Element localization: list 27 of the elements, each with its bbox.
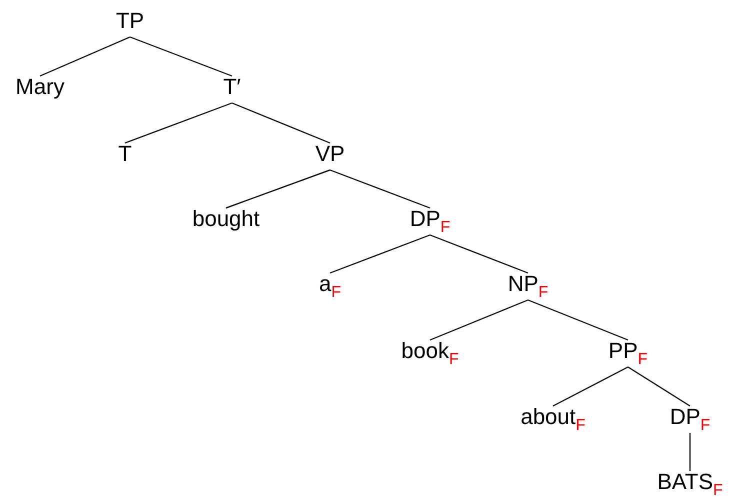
tree-label: DP$_{F}$ (410, 206, 450, 232)
tree-branch (430, 234, 528, 274)
tree-branch (124, 102, 232, 144)
tree-branch (130, 36, 232, 77)
tree-label: about$_{F}$ (520, 404, 586, 430)
tree-label: T (118, 141, 132, 167)
tree-branch (689, 433, 691, 471)
tree-branch (628, 366, 690, 406)
tree-label: NP$_{F}$ (508, 271, 548, 297)
tree-label: a$_{F}$ (318, 271, 342, 297)
tree-branch (232, 102, 330, 144)
tree-label: DP$_{F}$ (670, 404, 710, 430)
tree-branch (40, 36, 130, 77)
tree-label: BATS$_{F}$ (657, 469, 723, 495)
tree-branch (430, 299, 528, 341)
tree-branch (330, 234, 430, 274)
tree-branch (330, 169, 430, 209)
tree-label: book$_{F}$ (401, 338, 459, 364)
tree-label: VP (315, 141, 345, 167)
tree-label: T′ (223, 74, 241, 100)
tree-branch (552, 366, 628, 407)
tree-label: bought (192, 206, 260, 232)
tree-branch (226, 169, 330, 209)
tree-label: Mary (16, 74, 64, 100)
tree-label: TP (116, 8, 144, 34)
tree-label: PP$_{F}$ (608, 338, 648, 364)
tree-branch (528, 299, 628, 341)
